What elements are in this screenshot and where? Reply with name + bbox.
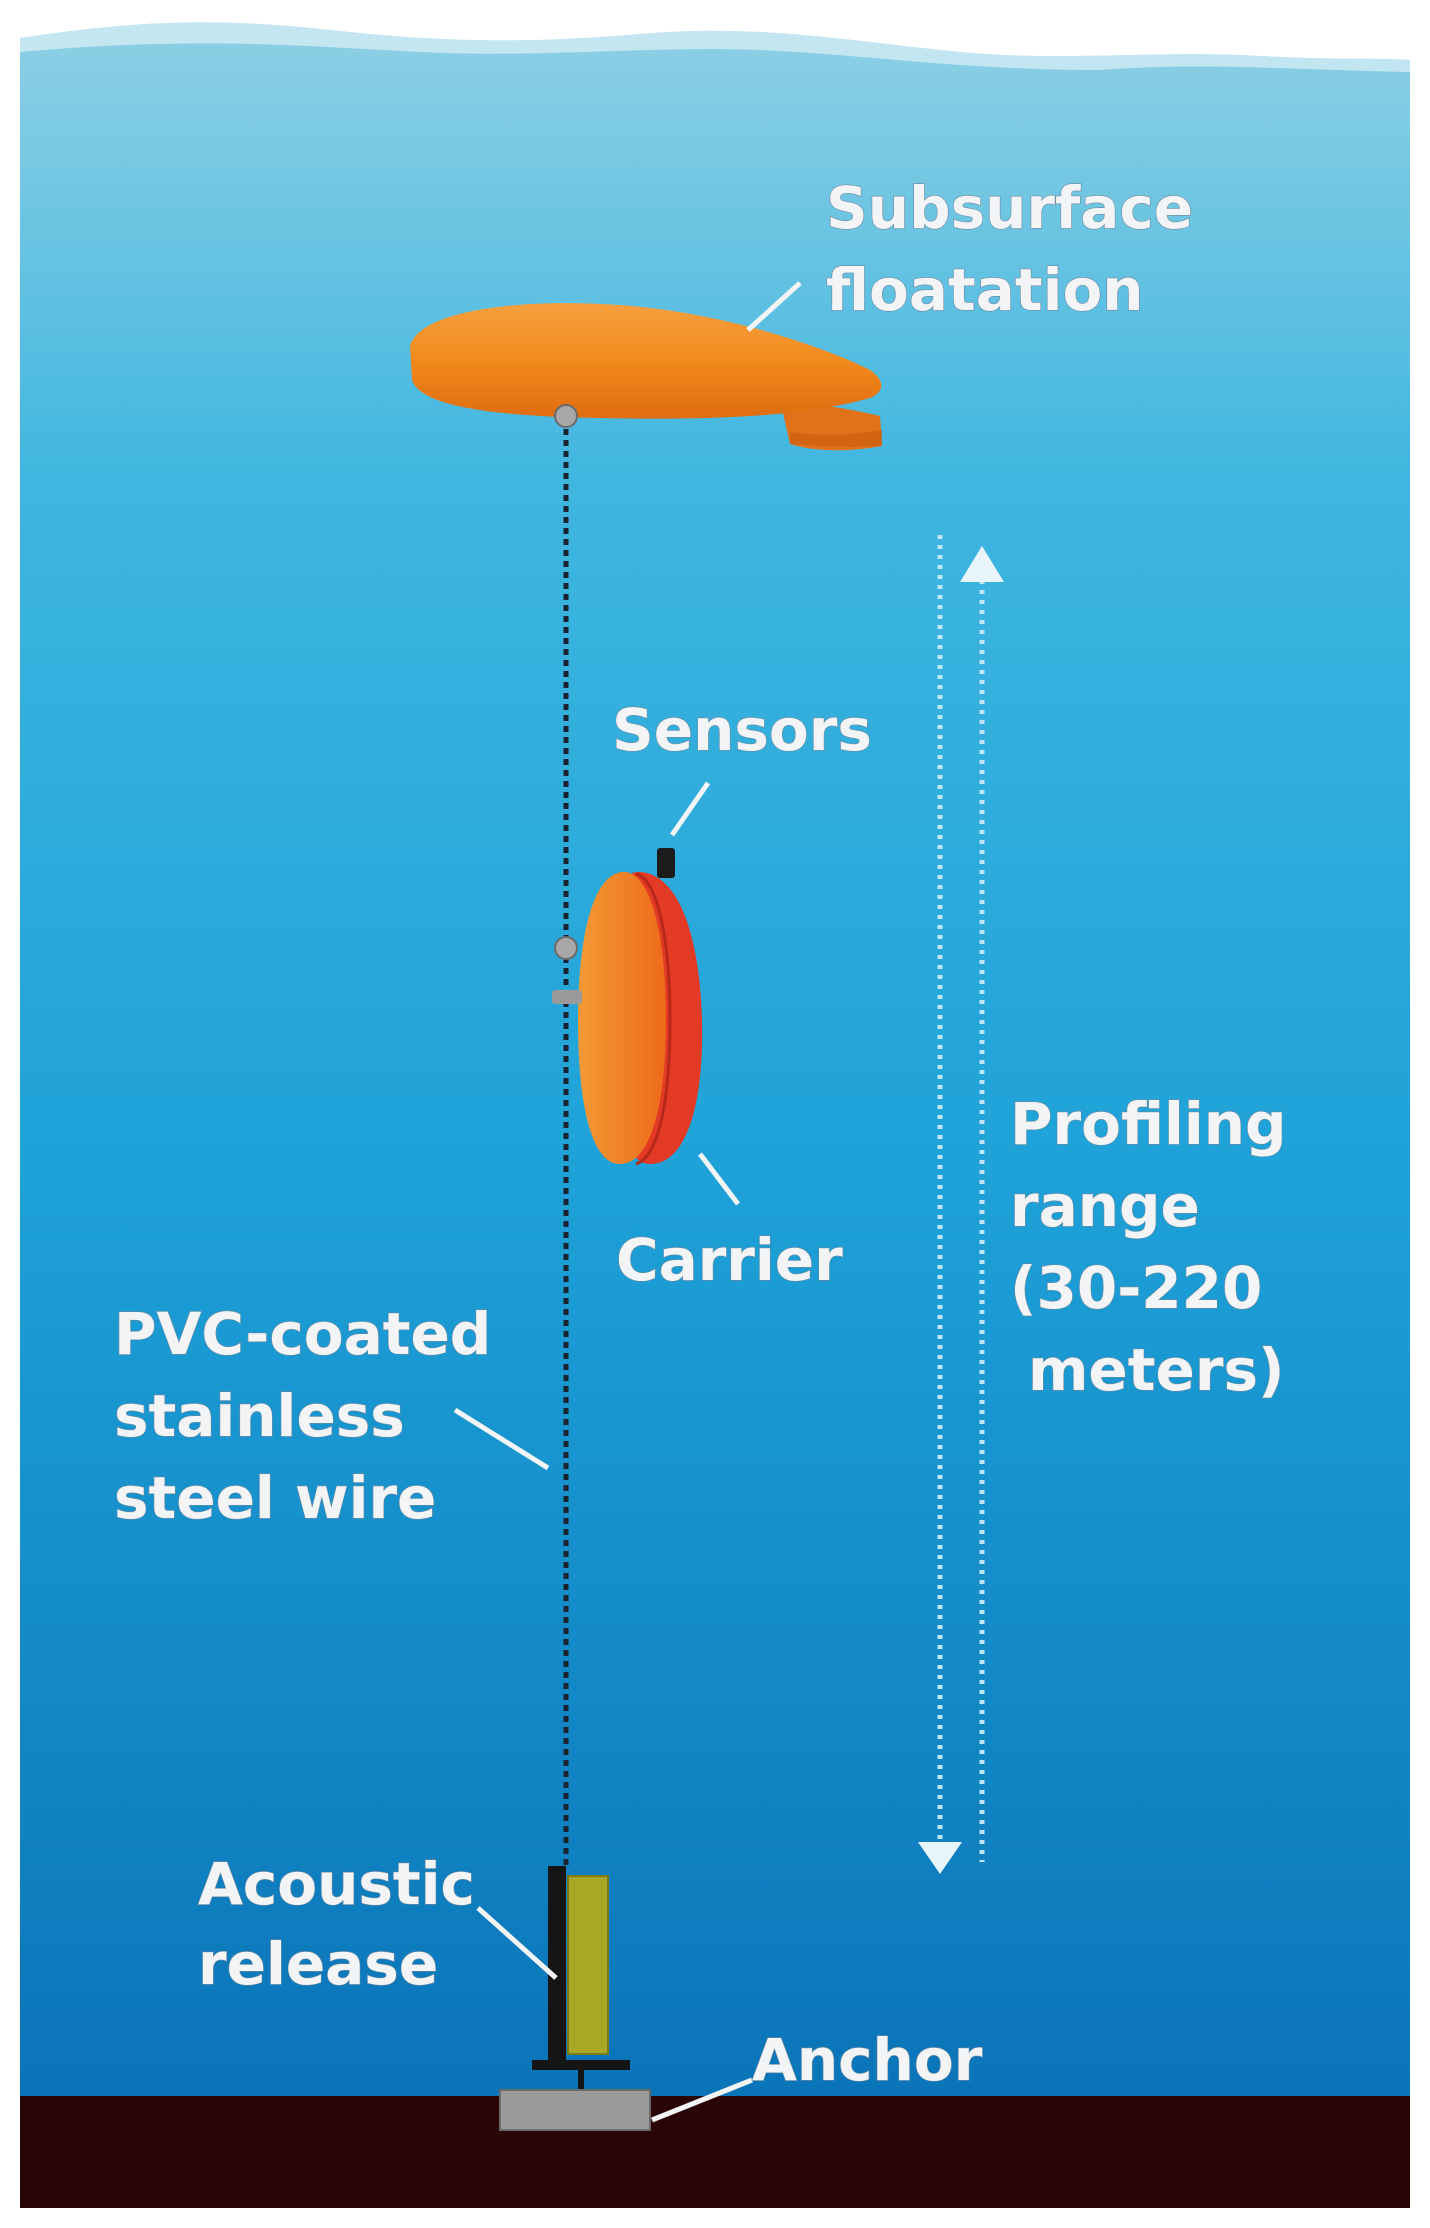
label-sensors: Sensors bbox=[612, 696, 872, 764]
label-wire-line3: steel wire bbox=[114, 1464, 436, 1532]
label-subsurface-floatation-line1: Subsurface bbox=[826, 174, 1193, 242]
label-anchor: Anchor bbox=[752, 2026, 983, 2094]
label-acoustic-release-line2: release bbox=[198, 1930, 438, 1998]
label-profiling-range-line3: (30-220 bbox=[1010, 1254, 1262, 1322]
label-profiling-range-line4: meters) bbox=[1028, 1336, 1284, 1404]
surface-wave bbox=[20, 22, 1410, 72]
seabed bbox=[20, 2096, 1410, 2208]
label-profiling-range-line1: Profiling bbox=[1010, 1090, 1287, 1158]
subsurface-float bbox=[410, 303, 882, 451]
water bbox=[20, 22, 1410, 2099]
label-wire-line1: PVC-coated bbox=[114, 1300, 491, 1368]
label-acoustic-release-line1: Acoustic bbox=[198, 1850, 475, 1918]
anchor-block bbox=[499, 2089, 651, 2131]
label-profiling-range-line2: range bbox=[1010, 1172, 1200, 1240]
label-carrier: Carrier bbox=[616, 1226, 843, 1294]
acoustic-release bbox=[532, 1866, 630, 2090]
profiling-range-arrows bbox=[918, 535, 1004, 1874]
label-wire-line2: stainless bbox=[114, 1382, 405, 1450]
leader-lines bbox=[453, 281, 802, 2123]
label-subsurface-floatation-line2: floatation bbox=[826, 256, 1144, 324]
carrier bbox=[552, 848, 703, 1166]
